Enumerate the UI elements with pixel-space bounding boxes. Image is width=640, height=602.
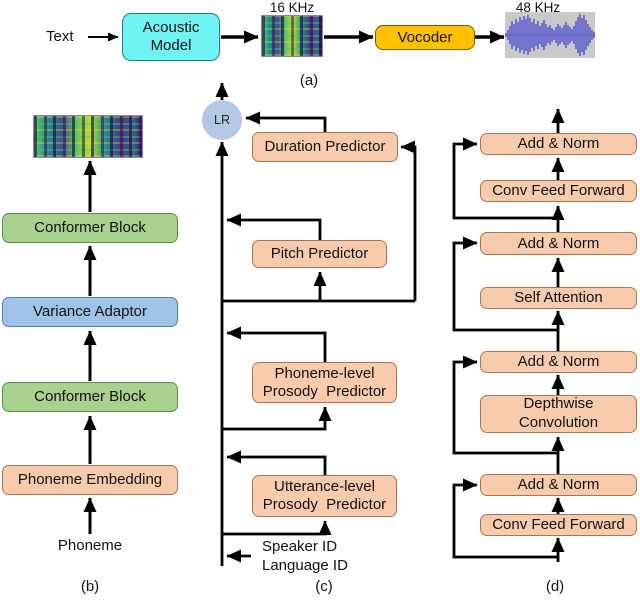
acoustic-model-box: Acoustic Model [122, 13, 220, 61]
conv-feed-forward-bottom-box: Conv Feed Forward [480, 514, 637, 536]
conformer-block-top-box: Conformer Block [2, 213, 178, 243]
spectrogram-16khz-image [261, 15, 323, 57]
skip-around-convff1 [452, 137, 558, 220]
speaker-id-label: Speaker ID [262, 538, 338, 555]
variance-adaptor-box: Variance Adaptor [2, 297, 178, 327]
pitch-predictor-box: Pitch Predictor [252, 240, 387, 268]
caption-d: (d) [545, 578, 565, 595]
caption-b: (b) [80, 578, 100, 595]
vocoder-box: Vocoder [375, 25, 475, 50]
skip-around-convff2 [452, 478, 558, 559]
duration-predictor-box: Duration Predictor [252, 132, 398, 162]
caption-c: (c) [315, 578, 333, 595]
caption-a: (a) [299, 72, 319, 89]
utterance-prosody-predictor-box: Utterance-level Prosody Predictor [252, 475, 397, 517]
add-norm-1-box: Add & Norm [480, 133, 637, 155]
add-norm-2-box: Add & Norm [480, 232, 637, 255]
arrow-phoneme-prosody-output [226, 326, 327, 362]
out-sample-rate-label: 48 KHz [515, 0, 561, 15]
text-input-label: Text [46, 28, 74, 45]
phoneme-embedding-box: Phoneme Embedding [2, 465, 178, 495]
arrow-pitch-output [226, 213, 322, 240]
phoneme-prosody-line1: Phoneme-level [274, 364, 375, 382]
arrow-utterance-prosody-output [226, 450, 327, 475]
arrow-feedback-to-duration [400, 140, 417, 301]
add-norm-4-box: Add & Norm [480, 474, 637, 496]
skip-around-selfattention [452, 236, 558, 332]
length-regulator-circle: LR [202, 100, 242, 140]
waveform-48khz-image [505, 12, 595, 58]
conv-feed-forward-top-box: Conv Feed Forward [480, 180, 637, 202]
arrow-into-phoneme-prosody [222, 406, 332, 431]
spectrogram-output-image [33, 115, 143, 158]
language-id-label: Language ID [262, 557, 348, 574]
utterance-prosody-line2: Prosody Predictor [262, 496, 387, 513]
panel-c-arrows [215, 82, 417, 566]
mid-sample-rate-label: 16 KHz [269, 0, 315, 15]
arrow-into-utterance-prosody [222, 520, 332, 536]
waveform-glyph [505, 14, 595, 56]
skip-around-depthwise [452, 355, 558, 455]
utterance-prosody-line1: Utterance-level [274, 478, 375, 495]
arrow-duration-to-lr [245, 111, 327, 132]
conformer-block-bottom-box: Conformer Block [2, 382, 178, 412]
phoneme-prosody-predictor-box: Phoneme-level Prosody Predictor [252, 362, 397, 403]
self-attention-box: Self Attention [480, 287, 637, 309]
add-norm-3-box: Add & Norm [480, 351, 637, 373]
phoneme-input-label: Phoneme [57, 537, 123, 554]
panel-d-arrows [452, 108, 565, 562]
phoneme-prosody-line2: Prosody Predictor [262, 382, 387, 400]
depthwise-convolution-box: Depthwise Convolution [480, 395, 637, 433]
